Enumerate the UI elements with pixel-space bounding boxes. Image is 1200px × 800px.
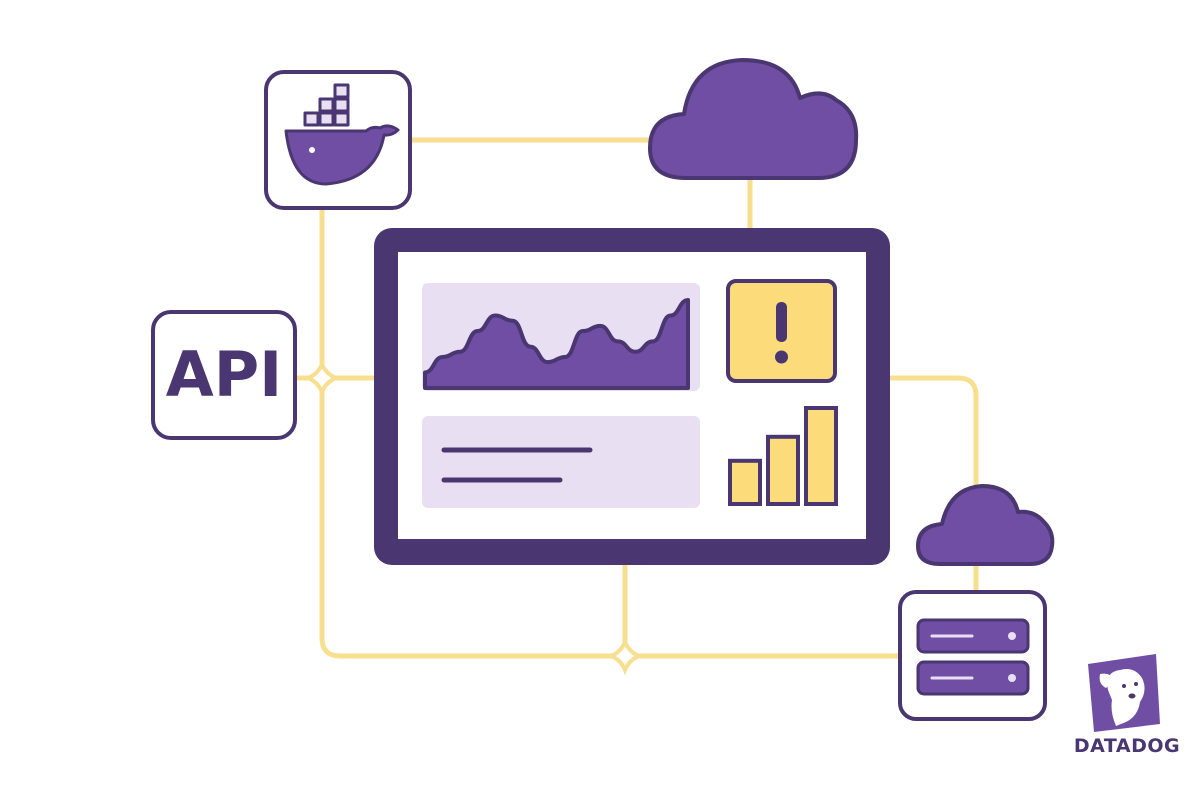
bar-3 bbox=[804, 406, 838, 506]
datadog-brand: DATADOG bbox=[1074, 654, 1180, 757]
server-rack-icon bbox=[916, 618, 1030, 696]
bar-1 bbox=[728, 458, 762, 506]
junction-diamond-left bbox=[302, 358, 342, 398]
bar-chart-panel bbox=[728, 406, 838, 506]
connector-lines bbox=[292, 137, 979, 659]
docker-node bbox=[264, 70, 412, 210]
docker-whale-icon bbox=[284, 83, 400, 186]
alert-panel bbox=[726, 279, 837, 383]
datadog-dog-logo-icon bbox=[1088, 654, 1160, 732]
server-node bbox=[898, 590, 1047, 721]
junction-markers bbox=[302, 358, 645, 676]
api-node: API bbox=[151, 310, 297, 440]
connector-docker-vertical bbox=[319, 205, 901, 659]
alert-icon-dot bbox=[775, 350, 788, 364]
cloud-small-icon bbox=[916, 484, 1055, 566]
junction-diamond-bottom bbox=[605, 636, 645, 676]
text-lines-panel bbox=[422, 416, 700, 508]
api-node-frame bbox=[151, 310, 297, 440]
server-node-frame bbox=[898, 590, 1047, 721]
bar-2 bbox=[766, 434, 800, 506]
alert-icon bbox=[776, 302, 787, 342]
cloud-top-icon bbox=[648, 58, 859, 180]
area-chart-panel bbox=[422, 283, 700, 391]
datadog-wordmark: DATADOG bbox=[1074, 735, 1180, 757]
api-label: API bbox=[166, 338, 283, 411]
connector-monitor-right bbox=[887, 375, 979, 518]
dashboard-monitor bbox=[374, 228, 890, 565]
area-chart-series bbox=[423, 298, 690, 390]
